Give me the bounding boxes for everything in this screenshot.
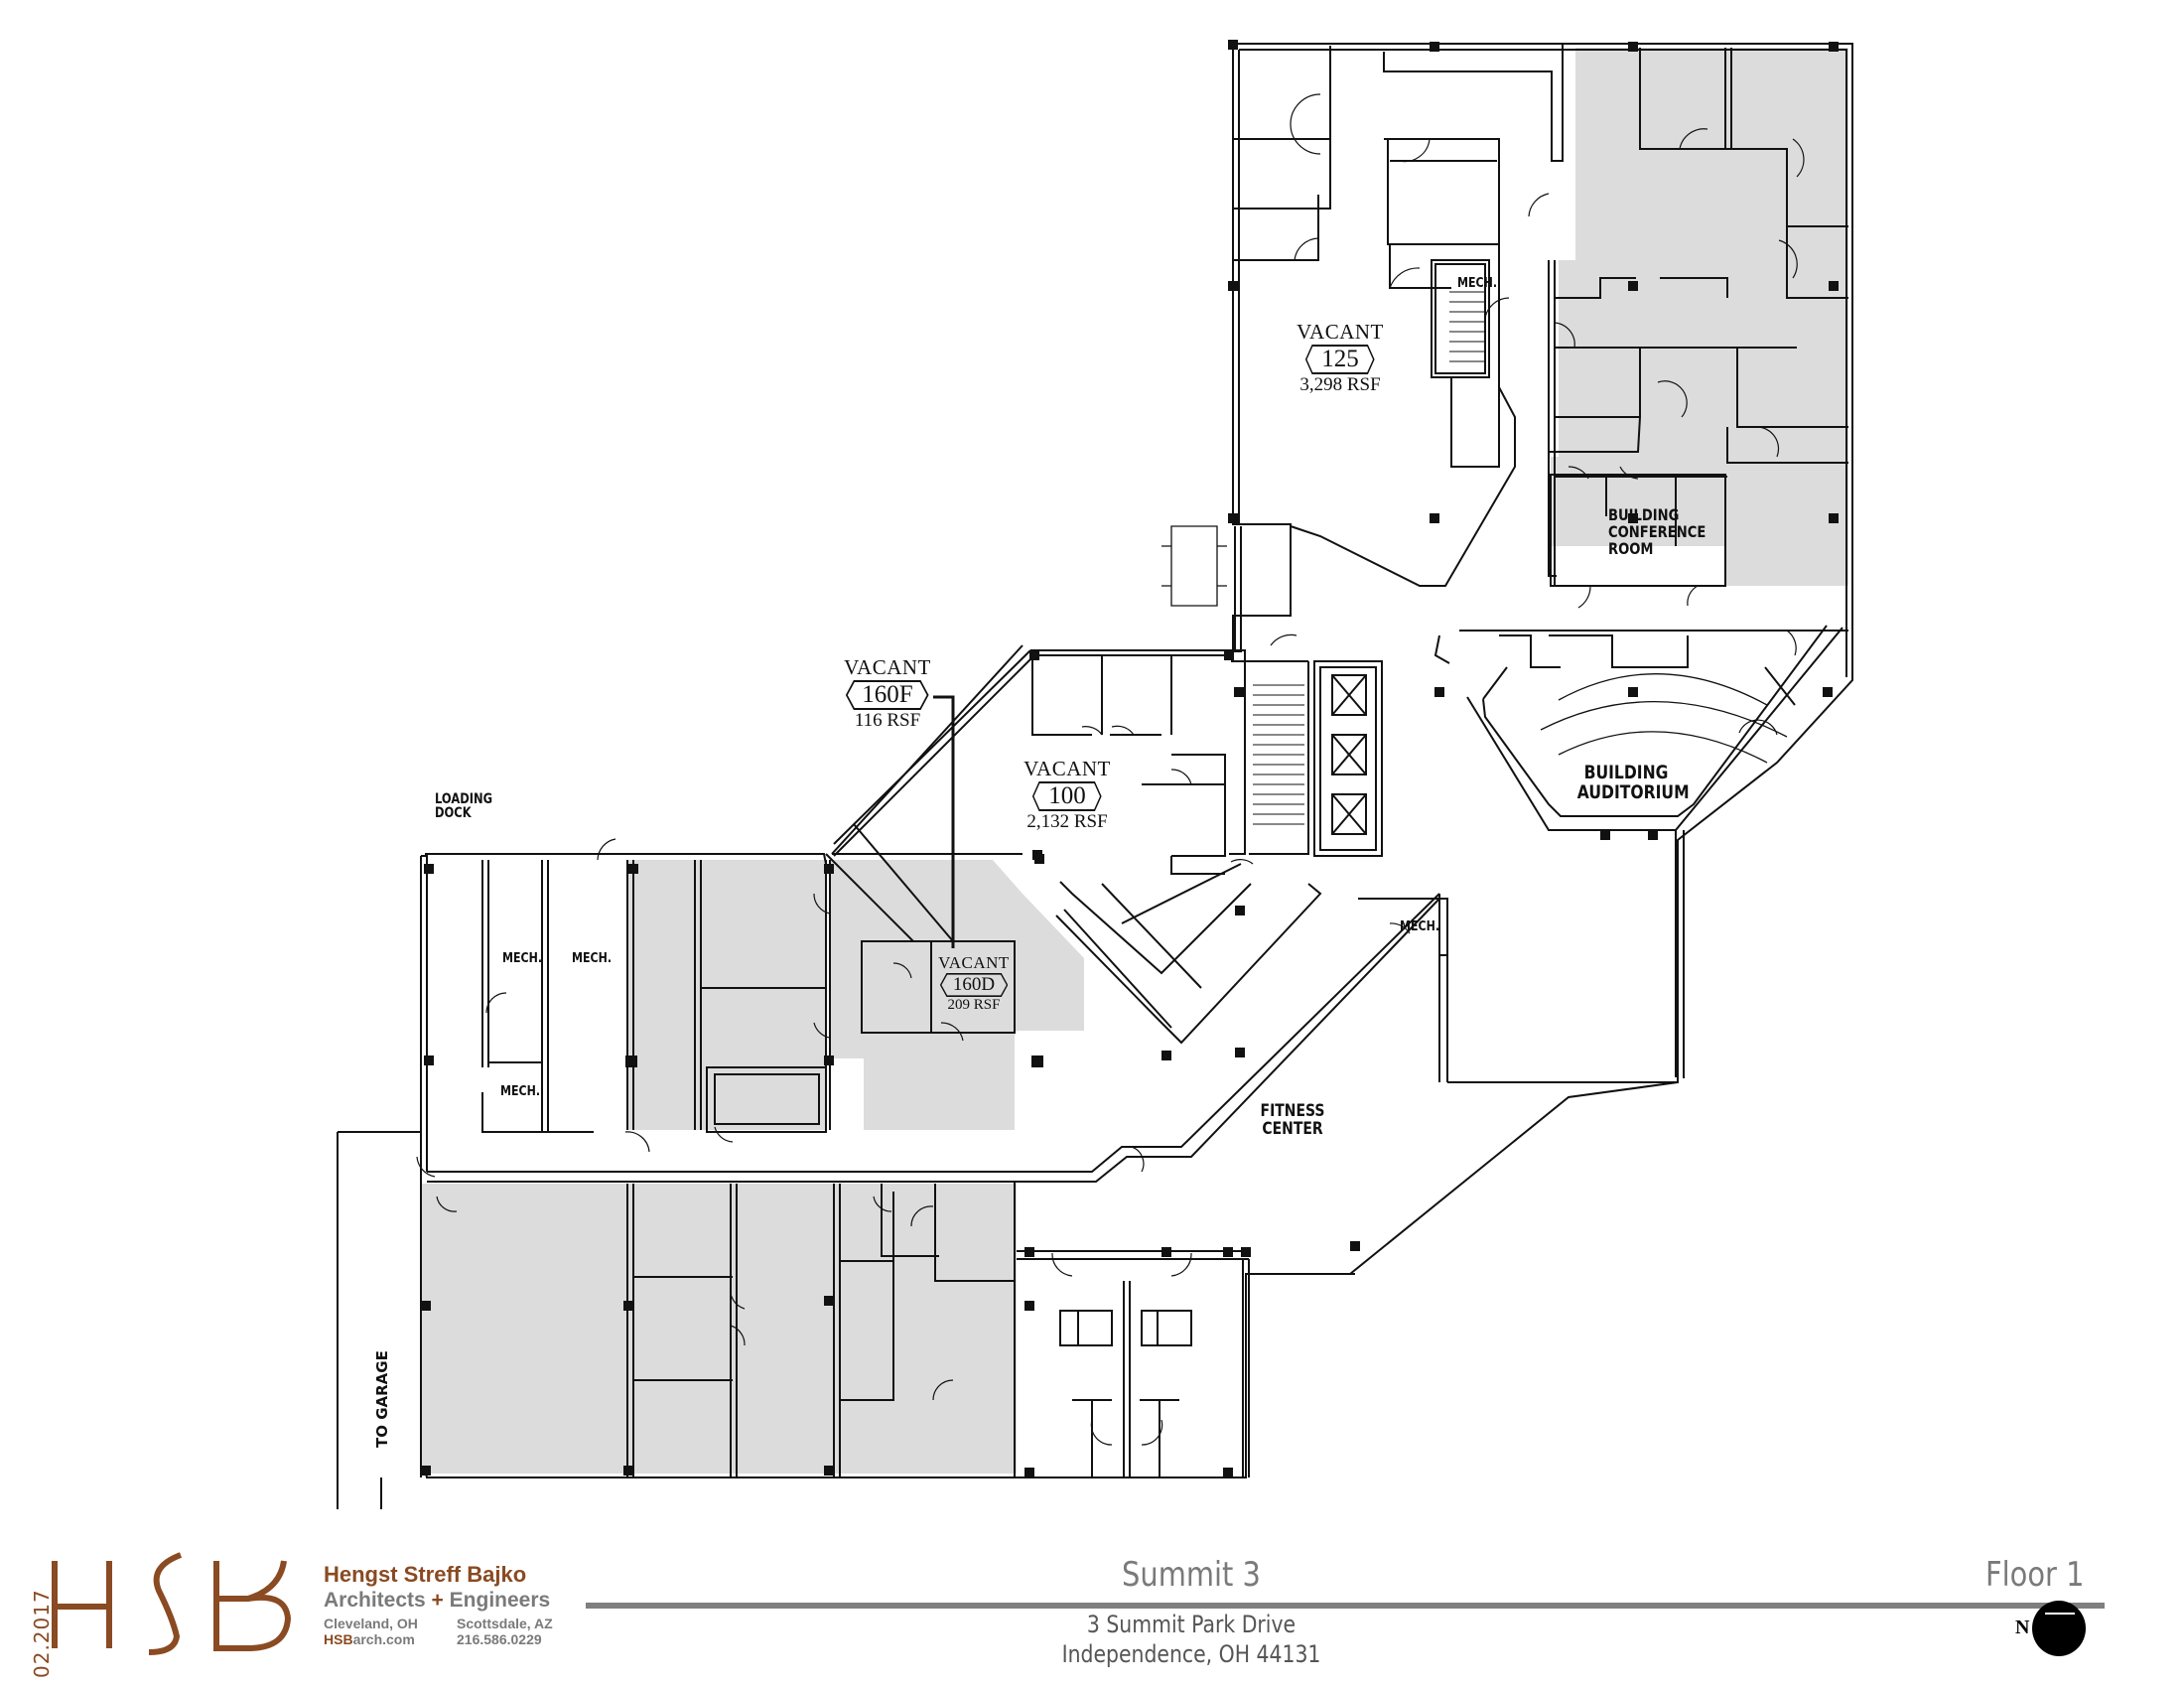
firm-name: Hengst Streff Bajko xyxy=(324,1562,527,1587)
hsb-logo xyxy=(52,1552,292,1655)
suite-160d-label: VACANT 160D 209 RSF xyxy=(929,953,1019,1014)
suite-100-badge: 100 xyxy=(1032,781,1102,811)
suite-160f-area: 116 RSF xyxy=(854,710,921,731)
walls xyxy=(337,43,1853,1509)
mech-room-1-label: MECH. xyxy=(502,951,543,966)
suite-100-number: 100 xyxy=(1048,782,1086,809)
suite-160d-status: VACANT xyxy=(938,953,1010,972)
firm-city-cleveland: Cleveland, OH xyxy=(324,1616,418,1631)
suite-100-status: VACANT xyxy=(1024,757,1111,780)
suite-100-area: 2,132 RSF xyxy=(1026,811,1108,832)
north-arrow-icon xyxy=(2032,1601,2086,1656)
address-line-2: Independence, OH 44131 xyxy=(1061,1640,1321,1668)
suite-160f-status: VACANT xyxy=(844,655,931,679)
firm-city-scottsdale: Scottsdale, AZ xyxy=(457,1616,553,1631)
north-label: N xyxy=(2015,1617,2030,1638)
suite-160d-area: 209 RSF xyxy=(947,997,1001,1013)
suite-160d-badge: 160D xyxy=(939,973,1009,997)
suite-160f-badge: 160F xyxy=(846,680,929,710)
north-arrow-tick xyxy=(2045,1613,2075,1615)
suite-160f-number: 160F xyxy=(862,681,913,708)
title-divider xyxy=(586,1603,2105,1609)
leader-line xyxy=(933,695,955,948)
firm-subtitle: Architects + Engineers xyxy=(324,1589,551,1612)
firm-website[interactable]: HSBarch.com xyxy=(324,1631,415,1647)
floor-title: Floor 1 xyxy=(1985,1555,2085,1595)
firm-phone: 216.586.0229 xyxy=(457,1631,542,1647)
mech-room-125-label: MECH. xyxy=(1457,276,1498,291)
suite-125-number: 125 xyxy=(1321,346,1359,372)
suite-160f-label: VACANT 160F 116 RSF xyxy=(830,655,945,732)
auditorium-label: BUILDING AUDITORIUM xyxy=(1576,762,1690,803)
loading-dock-label: LOADING DOCK xyxy=(435,791,493,821)
mech-room-3-label: MECH. xyxy=(500,1084,541,1099)
mech-room-2-label: MECH. xyxy=(572,951,613,966)
suite-100-label: VACANT 100 2,132 RSF xyxy=(1013,757,1122,833)
address-line-1: 3 Summit Park Drive xyxy=(1086,1611,1297,1638)
fitness-center-label: FITNESS CENTER xyxy=(1260,1101,1325,1139)
suite-125-area: 3,298 RSF xyxy=(1299,374,1381,395)
suite-125-badge: 125 xyxy=(1305,345,1375,374)
suite-125-status: VACANT xyxy=(1297,320,1384,344)
columns xyxy=(421,40,1839,1477)
door-swings xyxy=(416,93,1805,1446)
mech-room-fitness-label: MECH. xyxy=(1400,919,1440,934)
project-title: Summit 3 xyxy=(1122,1555,1261,1595)
suite-160d-number: 160D xyxy=(952,974,996,995)
suite-125-label: VACANT 125 3,298 RSF xyxy=(1281,320,1400,396)
to-garage-label: TO GARAGE xyxy=(373,1350,391,1448)
conference-room-label: BUILDING CONFERENCE ROOM xyxy=(1608,505,1706,558)
vestibule xyxy=(1161,525,1227,607)
